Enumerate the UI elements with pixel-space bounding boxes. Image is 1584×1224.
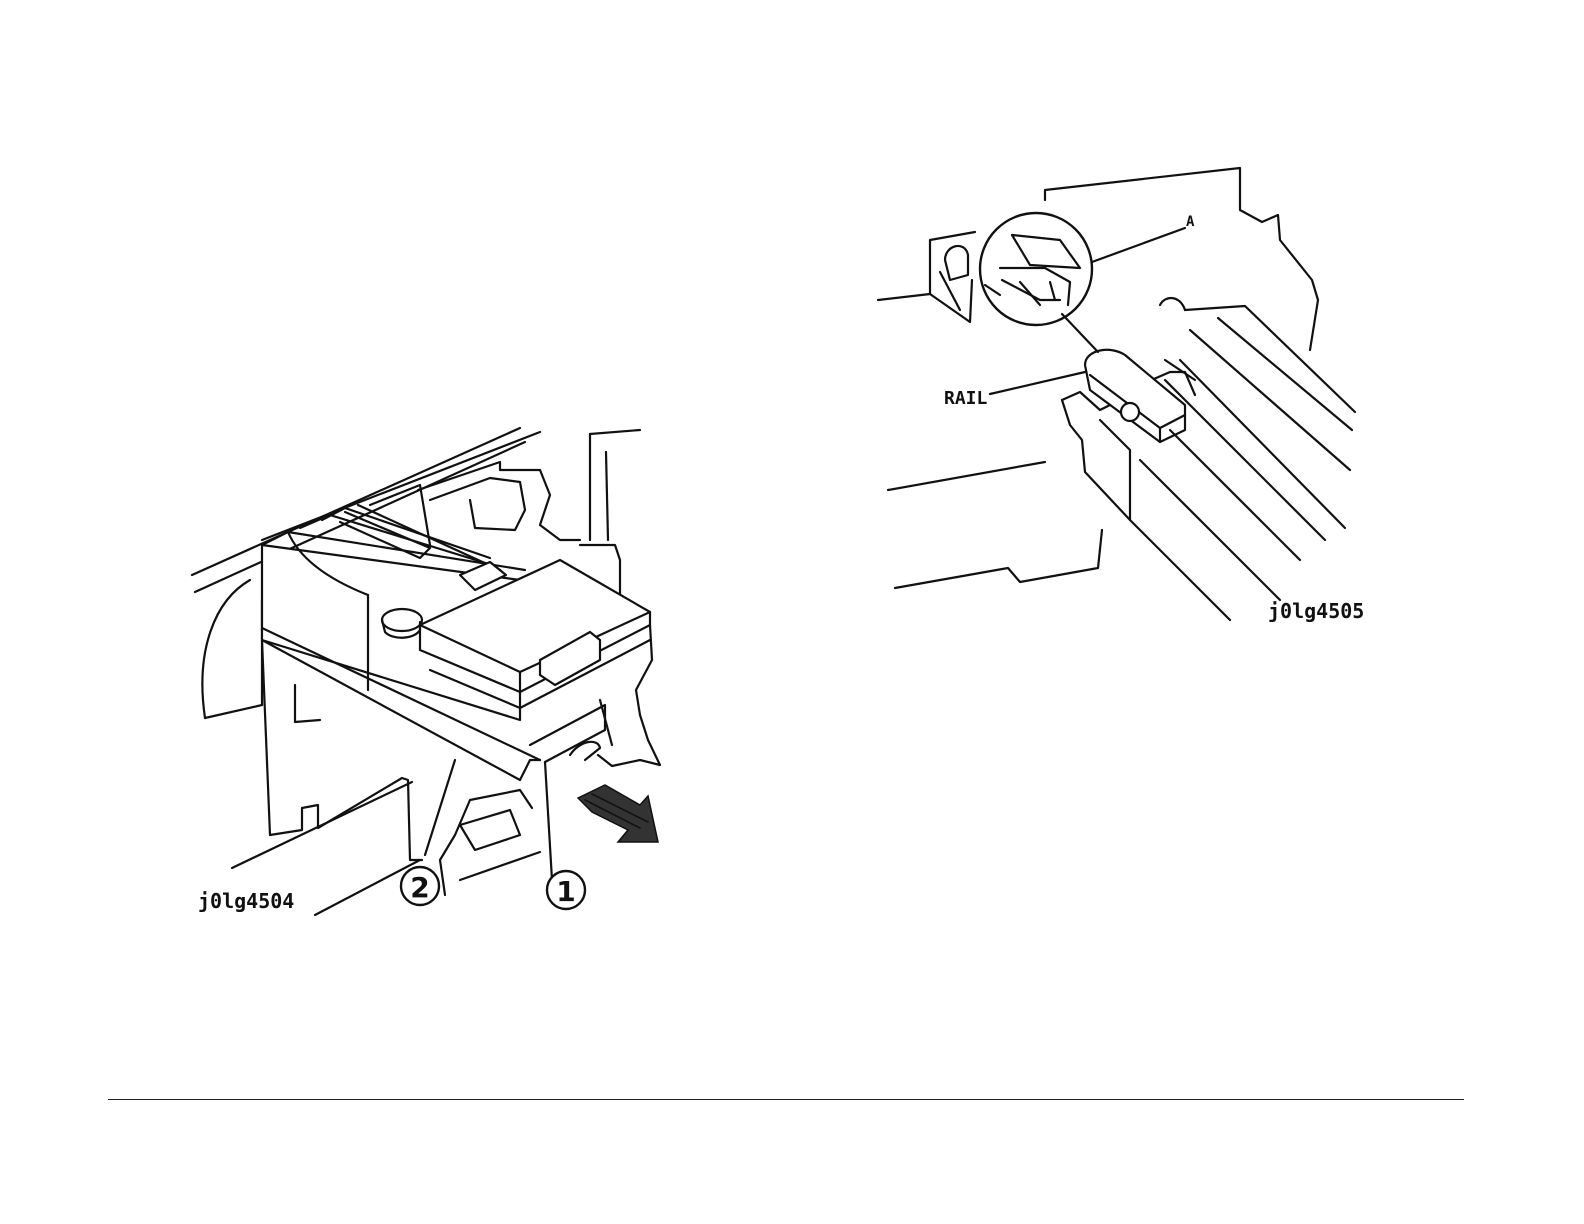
callout-2: 2 — [401, 867, 439, 905]
label-a: A — [1186, 214, 1195, 230]
direction-arrow-icon — [578, 785, 658, 842]
label-rail: RAIL — [944, 388, 988, 409]
figure-left-id: j0lg4504 — [198, 889, 294, 913]
leader-rail — [990, 372, 1085, 394]
leader-a — [1092, 228, 1185, 262]
callout-1: 1 — [547, 871, 585, 909]
figure-right-id: j0lg4505 — [1268, 599, 1364, 623]
callout-1-label: 1 — [556, 875, 575, 908]
leader-circle — [1062, 314, 1098, 352]
callout-2-label: 2 — [410, 871, 429, 904]
figure-left-illustration — [192, 428, 660, 915]
page-footer-rule — [108, 1099, 1464, 1100]
